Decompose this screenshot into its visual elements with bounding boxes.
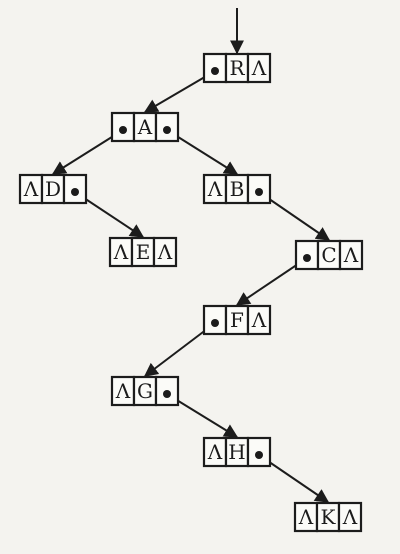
node-h-right-pointer-dot — [255, 451, 263, 459]
node-a-label: A — [137, 115, 153, 139]
node-g-left-null: Λ — [115, 379, 131, 403]
node-d-label: D — [45, 177, 61, 201]
node-r-right-null: Λ — [251, 56, 267, 80]
node-a-right-pointer-dot — [163, 126, 171, 134]
node-g-right-pointer-dot — [163, 390, 171, 398]
node-h-label: H — [228, 440, 245, 464]
node-d-left-null: Λ — [23, 177, 39, 201]
node-f-left-pointer-dot — [211, 319, 219, 327]
node-c-right-null: Λ — [343, 243, 359, 267]
node-h-left-null: Λ — [207, 440, 223, 464]
node-c-label: C — [321, 243, 336, 267]
node-b-left-null: Λ — [207, 177, 223, 201]
node-k-right-cell — [337, 501, 363, 533]
node-e-right-cell — [152, 236, 178, 268]
node-k-left-null: Λ — [298, 505, 314, 529]
node-f-label: F — [230, 308, 244, 332]
node-r-label: R — [229, 56, 245, 80]
node-e-right-null: Λ — [157, 240, 173, 264]
node-e-label: E — [136, 240, 151, 264]
node-c-right-cell — [338, 239, 364, 271]
edges-layer — [51, 8, 331, 503]
node-k-label: K — [321, 505, 337, 529]
node-e: EΛ Λ — [108, 236, 178, 268]
node-f-right-cell — [246, 304, 272, 336]
node-d-right-pointer-dot — [71, 188, 79, 196]
node-e-left-null: Λ — [113, 240, 129, 264]
node-g-label: G — [137, 379, 153, 403]
node-a: A — [110, 111, 180, 143]
node-b-label: B — [230, 177, 245, 201]
node-h: HΛ — [202, 436, 272, 468]
node-r-left-pointer-dot — [211, 67, 219, 75]
node-r-right-cell — [246, 52, 272, 84]
node-a-left-pointer-dot — [119, 126, 127, 134]
node-k-right-null: Λ — [342, 505, 358, 529]
node-g: GΛ — [110, 375, 180, 407]
node-k: KΛ Λ — [293, 501, 363, 533]
node-c-left-pointer-dot — [303, 254, 311, 262]
node-b: BΛ — [202, 173, 272, 205]
node-d: DΛ — [18, 173, 88, 205]
node-f-right-null: Λ — [251, 308, 267, 332]
node-b-right-pointer-dot — [255, 188, 263, 196]
